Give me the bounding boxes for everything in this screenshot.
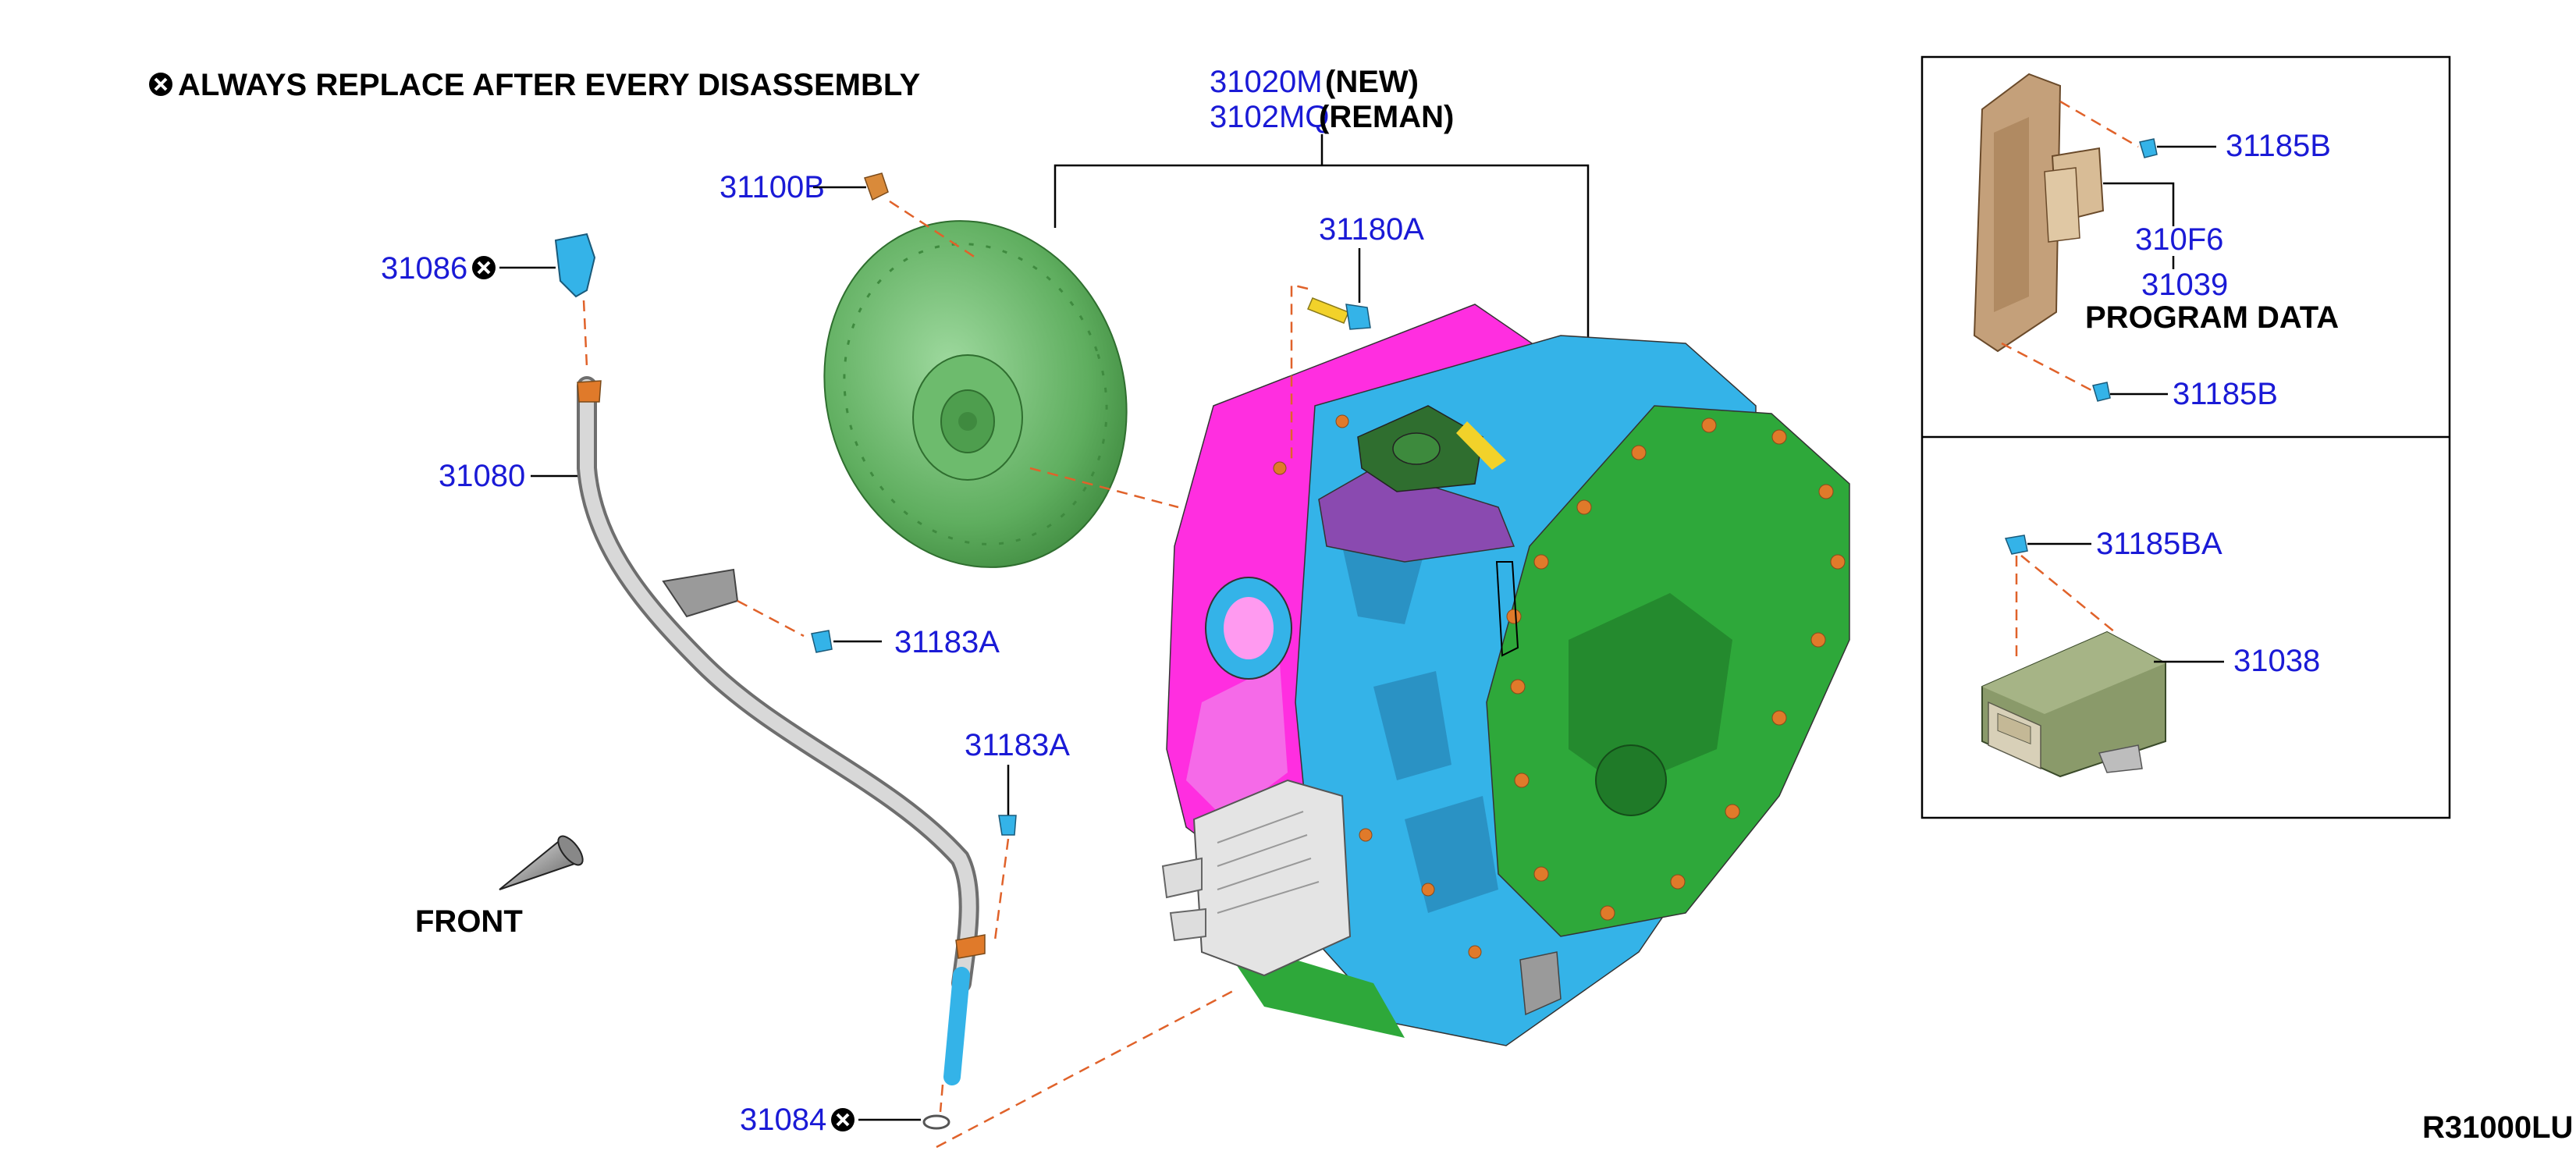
label-program-data: PROGRAM DATA [2085, 300, 2339, 335]
tcm-unit-part [1973, 73, 2105, 353]
label-module-bolt[interactable]: 31185BA [2096, 527, 2222, 561]
dash-tc-to-case [1029, 467, 1179, 509]
bell-housing-opening-inner [1224, 597, 1274, 659]
charging-pipe-tip [943, 967, 970, 1085]
dash-module-bolt-2 [2020, 555, 2116, 745]
circle-x-icon [472, 256, 496, 279]
leader-tcm-unit [2103, 182, 2175, 226]
replace-notice: ALWAYS REPLACE AFTER EVERY DISASSEMBLY [149, 68, 921, 102]
label-bolt-lower[interactable]: 31183A [965, 728, 1070, 762]
dash-o-ring-pipe [939, 1084, 944, 1113]
label-charging-pipe[interactable]: 31080 [439, 459, 525, 493]
bell-housing-face [1186, 663, 1288, 819]
transmission-bracket-line [1053, 134, 1590, 347]
cooler-pipe-1 [1161, 857, 1203, 899]
label-tcm-bolt-lower[interactable]: 31185B [2173, 377, 2278, 411]
label-module[interactable]: 31038 [2233, 644, 2320, 678]
label-o-ring[interactable]: 31084 [740, 1103, 826, 1137]
label-torque-converter[interactable]: 31100B [720, 170, 825, 204]
torque-converter [823, 220, 1128, 568]
pipe-bracket [662, 568, 739, 618]
transmission-assembly [1161, 304, 1850, 1046]
range-sensor-hub [1392, 432, 1441, 465]
label-tcm-bolt-upper[interactable]: 31185B [2226, 129, 2331, 163]
dash-lower-bolt [993, 838, 1010, 941]
side-cover-recess [1569, 593, 1732, 788]
label-dipstick-cap[interactable]: 31086 [381, 251, 467, 286]
harness-clip [1495, 561, 1519, 657]
diagram-id: R31000LU [2422, 1110, 2573, 1145]
label-transmission-new[interactable]: 31020M [1210, 65, 1323, 99]
tcm-bolt-lower-part [2092, 382, 2111, 402]
front-label: FRONT [415, 904, 523, 939]
label-bolt-top[interactable]: 31180A [1319, 212, 1424, 247]
oil-cooler-fins [1217, 811, 1320, 914]
yellow-strap [1456, 421, 1506, 470]
bracket-bolt-part [811, 630, 833, 653]
notice-text: ALWAYS REPLACE AFTER EVERY DISASSEMBLY [178, 68, 921, 102]
bolt-heads [1273, 414, 1846, 959]
label-tcm-unit[interactable]: 310F6 [2135, 222, 2223, 257]
dipstick-cap-part [554, 233, 596, 298]
label-tcm-program[interactable]: 31039 [2141, 268, 2228, 302]
lower-bolt-part [998, 815, 1017, 836]
module-bolt-part [2004, 535, 2028, 555]
dash-tcm-bolt-upper [2059, 100, 2139, 148]
o-ring-part [922, 1114, 950, 1130]
label-bracket-bolt[interactable]: 31183A [894, 625, 1000, 659]
tc-bolt-icon [864, 172, 889, 201]
side-cover-boss [1595, 744, 1667, 816]
pipe-upper-clip [577, 380, 602, 403]
oil-cooler [1192, 779, 1352, 977]
front-arrow-icon [499, 835, 584, 890]
lower-bracket [1519, 951, 1562, 1016]
tcm-bolt-upper-part [2139, 138, 2158, 158]
module-part [1981, 631, 2166, 778]
charging-pipe [580, 379, 976, 990]
dash-cap-to-pipe [582, 300, 588, 368]
yellow-bolt-icon [1307, 297, 1371, 330]
dash-o-ring-case [936, 989, 1234, 1149]
label-transmission-new-tag: (NEW) [1325, 65, 1419, 99]
dash-bolt-top [1290, 283, 1309, 460]
dash-bracket-bolt [737, 599, 805, 638]
label-transmission-reman-tag: (REMAN) [1319, 100, 1454, 134]
circle-x-icon [149, 73, 172, 96]
cooler-pipe-2 [1169, 908, 1206, 942]
label-transmission-reman[interactable]: 3102MQ [1210, 100, 1329, 134]
circle-x-icon [831, 1108, 855, 1131]
pipe-lower-clip [955, 934, 986, 959]
case-rib-2 [1373, 671, 1451, 780]
